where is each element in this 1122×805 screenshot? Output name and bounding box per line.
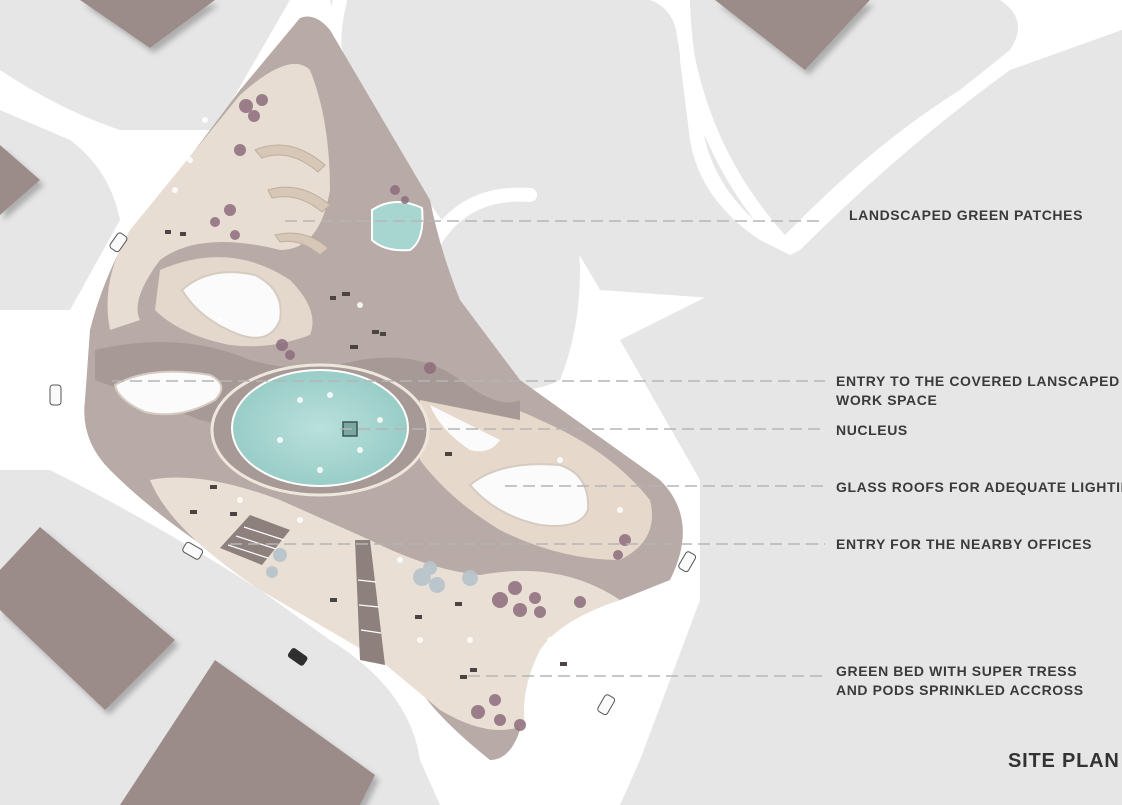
building-top-right (715, 0, 870, 70)
label-entry-covered-line2: WORK SPACE (836, 392, 938, 408)
label-green-bed-line1: GREEN BED WITH SUPER TRESS (836, 663, 1078, 679)
block-right (620, 30, 1122, 805)
label-green-bed: GREEN BED WITH SUPER TRESS AND PODS SPRI… (836, 662, 1084, 700)
glass-roof-2 (113, 370, 223, 416)
block-bottom-left (0, 470, 440, 805)
pods (165, 230, 567, 679)
building-bottom-left-1 (0, 527, 175, 710)
label-entry-offices: ENTRY FOR THE NEARBY OFFICES (836, 535, 1092, 554)
building-bottom-left-2 (120, 660, 375, 805)
glass-roof-3 (468, 463, 590, 527)
drawing-title: SITE PLAN (1008, 750, 1120, 772)
plaza-upper (107, 63, 330, 330)
green-patch-pond (371, 201, 424, 252)
label-entry-offices-text: ENTRY FOR THE NEARBY OFFICES (836, 536, 1093, 552)
block-left (0, 110, 120, 310)
label-glass-roofs: GLASS ROOFS FOR ADEQUATE LIGHTING (836, 478, 1122, 497)
block-top-right (690, 0, 1018, 240)
building-left (0, 145, 40, 215)
leader-lines (112, 220, 825, 677)
glass-roof-1 (180, 271, 282, 339)
cars (49, 232, 697, 716)
label-nucleus: NUCLEUS (836, 421, 908, 440)
glass-roof-4 (430, 405, 500, 452)
car-4 (287, 648, 308, 666)
building-top-left (80, 0, 215, 48)
site-parcel (84, 16, 683, 760)
block-top-left (0, 0, 290, 130)
nucleus-pool (231, 369, 409, 487)
entry-steps (220, 515, 385, 665)
car-2 (49, 384, 62, 406)
label-entry-covered: ENTRY TO THE COVERED LANSCAPED WORK SPAC… (836, 372, 1120, 410)
light-dots (172, 117, 623, 703)
buildings (0, 0, 870, 805)
label-entry-covered-line1: ENTRY TO THE COVERED LANSCAPED (836, 373, 1120, 389)
amphitheatre-steps (254, 144, 331, 256)
trees (210, 94, 631, 731)
label-nucleus-text: NUCLEUS (836, 422, 908, 438)
car-5 (678, 551, 697, 573)
car-3 (182, 541, 204, 560)
entry-steps-lines (227, 526, 382, 634)
label-green-bed-line2: AND PODS SPRINKLED ACCROSS (836, 682, 1084, 698)
car-6 (597, 694, 616, 716)
block-top-center (330, 0, 790, 300)
label-green-patches: LANDSCAPED GREEN PATCHES (849, 206, 1083, 225)
label-green-patches-text: LANDSCAPED GREEN PATCHES (849, 207, 1084, 223)
car-1 (109, 232, 128, 253)
label-glass-roofs-text: GLASS ROOFS FOR ADEQUATE LIGHTING (836, 479, 1122, 495)
